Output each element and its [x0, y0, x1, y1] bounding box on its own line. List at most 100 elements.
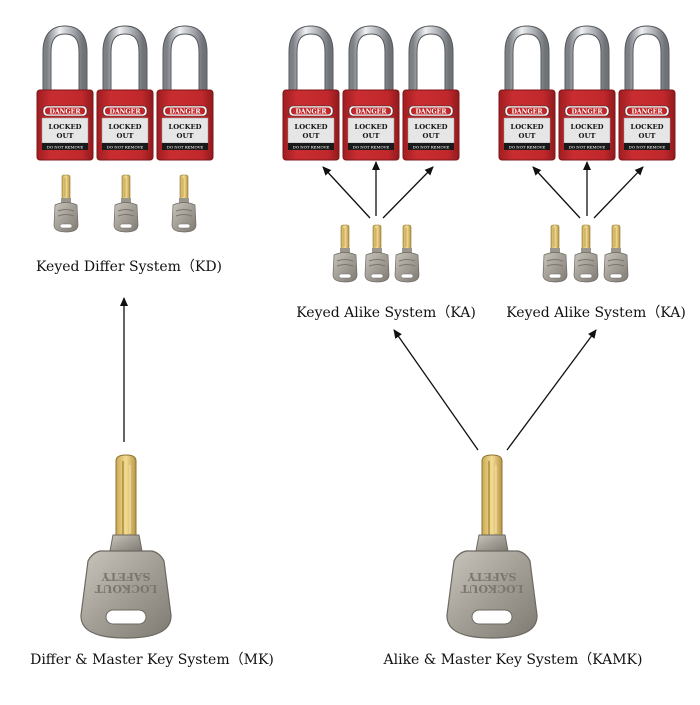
- key-blade: [372, 224, 382, 250]
- label-panel: [161, 117, 209, 144]
- out-text: OUT: [57, 132, 74, 140]
- master-key-engraving-line2: LOCKOUT: [460, 582, 524, 595]
- danger-tag-inner: [567, 107, 607, 115]
- key-blade: [550, 224, 560, 250]
- arrows: [120, 161, 644, 451]
- small-key-icon: [53, 174, 79, 233]
- do-not-remove-text: DO NOT REMOVE: [293, 144, 330, 149]
- key-blade: [61, 174, 71, 200]
- danger-tag-inner: [351, 107, 391, 115]
- key-blade: [402, 224, 412, 250]
- master-key-blade: [115, 454, 137, 538]
- key-engraving: [57, 213, 75, 217]
- small-key-icon: [542, 224, 568, 283]
- small-key-icon: [171, 174, 197, 233]
- danger-text: DANGER: [512, 109, 544, 116]
- out-text: OUT: [363, 132, 380, 140]
- footer-strip: [624, 143, 670, 150]
- arrow-ka-right-to-lock-3: [593, 166, 644, 219]
- key-collar: [61, 198, 71, 203]
- small-key-icon: [573, 224, 599, 283]
- small-key-icon: [603, 224, 629, 283]
- key-engraving: [546, 258, 564, 262]
- out-text: OUT: [519, 132, 536, 140]
- shackle: [289, 26, 333, 90]
- do-not-remove-text: DO NOT REMOVE: [413, 144, 450, 149]
- danger-text: DANGER: [170, 109, 202, 116]
- footer-strip: [42, 143, 88, 150]
- key-collar: [340, 248, 350, 253]
- label-panel: [41, 117, 89, 144]
- label-panel: [287, 117, 335, 144]
- shackle: [43, 26, 87, 90]
- footer-strip: [348, 143, 394, 150]
- master-key-hole: [105, 609, 147, 625]
- footer-strip: [564, 143, 610, 150]
- key-engraving: [57, 208, 75, 212]
- do-not-remove-text: DO NOT REMOVE: [353, 144, 390, 149]
- locked-text: LOCKED: [510, 123, 543, 131]
- master-key-neck: [475, 534, 509, 552]
- key-blade: [340, 224, 350, 250]
- key-engraving: [398, 258, 416, 262]
- master-key-hole: [471, 609, 513, 625]
- key-hole: [338, 273, 352, 279]
- danger-tag-inner: [411, 107, 451, 115]
- key-engraving: [175, 208, 193, 212]
- label-ka-left: Keyed Alike System（KA): [296, 305, 476, 321]
- out-text: OUT: [303, 132, 320, 140]
- do-not-remove-text: DO NOT REMOVE: [629, 144, 666, 149]
- key-hole: [119, 223, 133, 229]
- key-engraving: [398, 263, 416, 267]
- master-key-neck: [109, 534, 143, 552]
- danger-tag-inner: [165, 107, 205, 115]
- danger-text: DANGER: [416, 109, 448, 116]
- key-row-ka-right: [542, 224, 629, 283]
- key-hole: [370, 273, 384, 279]
- key-hole: [177, 223, 191, 229]
- key-engraving: [577, 263, 595, 267]
- master-key-head: [80, 550, 172, 639]
- locked-text: LOCKED: [48, 123, 81, 131]
- key-engraving: [577, 258, 595, 262]
- footer-strip: [408, 143, 454, 150]
- key-engraving: [117, 213, 135, 217]
- key-row-ka-left: [332, 224, 420, 283]
- arrow-ka-left-to-lock-1: [322, 166, 371, 219]
- danger-text: DANGER: [50, 109, 82, 116]
- key-hole: [579, 273, 593, 279]
- key-collar: [550, 248, 560, 253]
- key-hole: [59, 223, 73, 229]
- key-engraving: [175, 213, 193, 217]
- label-mk: Differ & Master Key System（MK): [30, 652, 274, 668]
- locked-text: LOCKED: [570, 123, 603, 131]
- label-panel: [503, 117, 551, 144]
- danger-text: DANGER: [356, 109, 388, 116]
- label-panel: [407, 117, 455, 144]
- key-blade: [179, 174, 189, 200]
- danger-text: DANGER: [632, 109, 664, 116]
- shackle: [103, 26, 147, 90]
- key-blade: [581, 224, 591, 250]
- label-panel: [347, 117, 395, 144]
- key-row-kd: [53, 174, 197, 233]
- key-hole: [548, 273, 562, 279]
- small-key-icon: [113, 174, 139, 233]
- danger-tag-inner: [291, 107, 331, 115]
- do-not-remove-text: DO NOT REMOVE: [47, 144, 84, 149]
- master-key-head: [446, 550, 538, 639]
- out-text: OUT: [177, 132, 194, 140]
- key-blade: [611, 224, 621, 250]
- footer-strip: [102, 143, 148, 150]
- shackle: [565, 26, 609, 90]
